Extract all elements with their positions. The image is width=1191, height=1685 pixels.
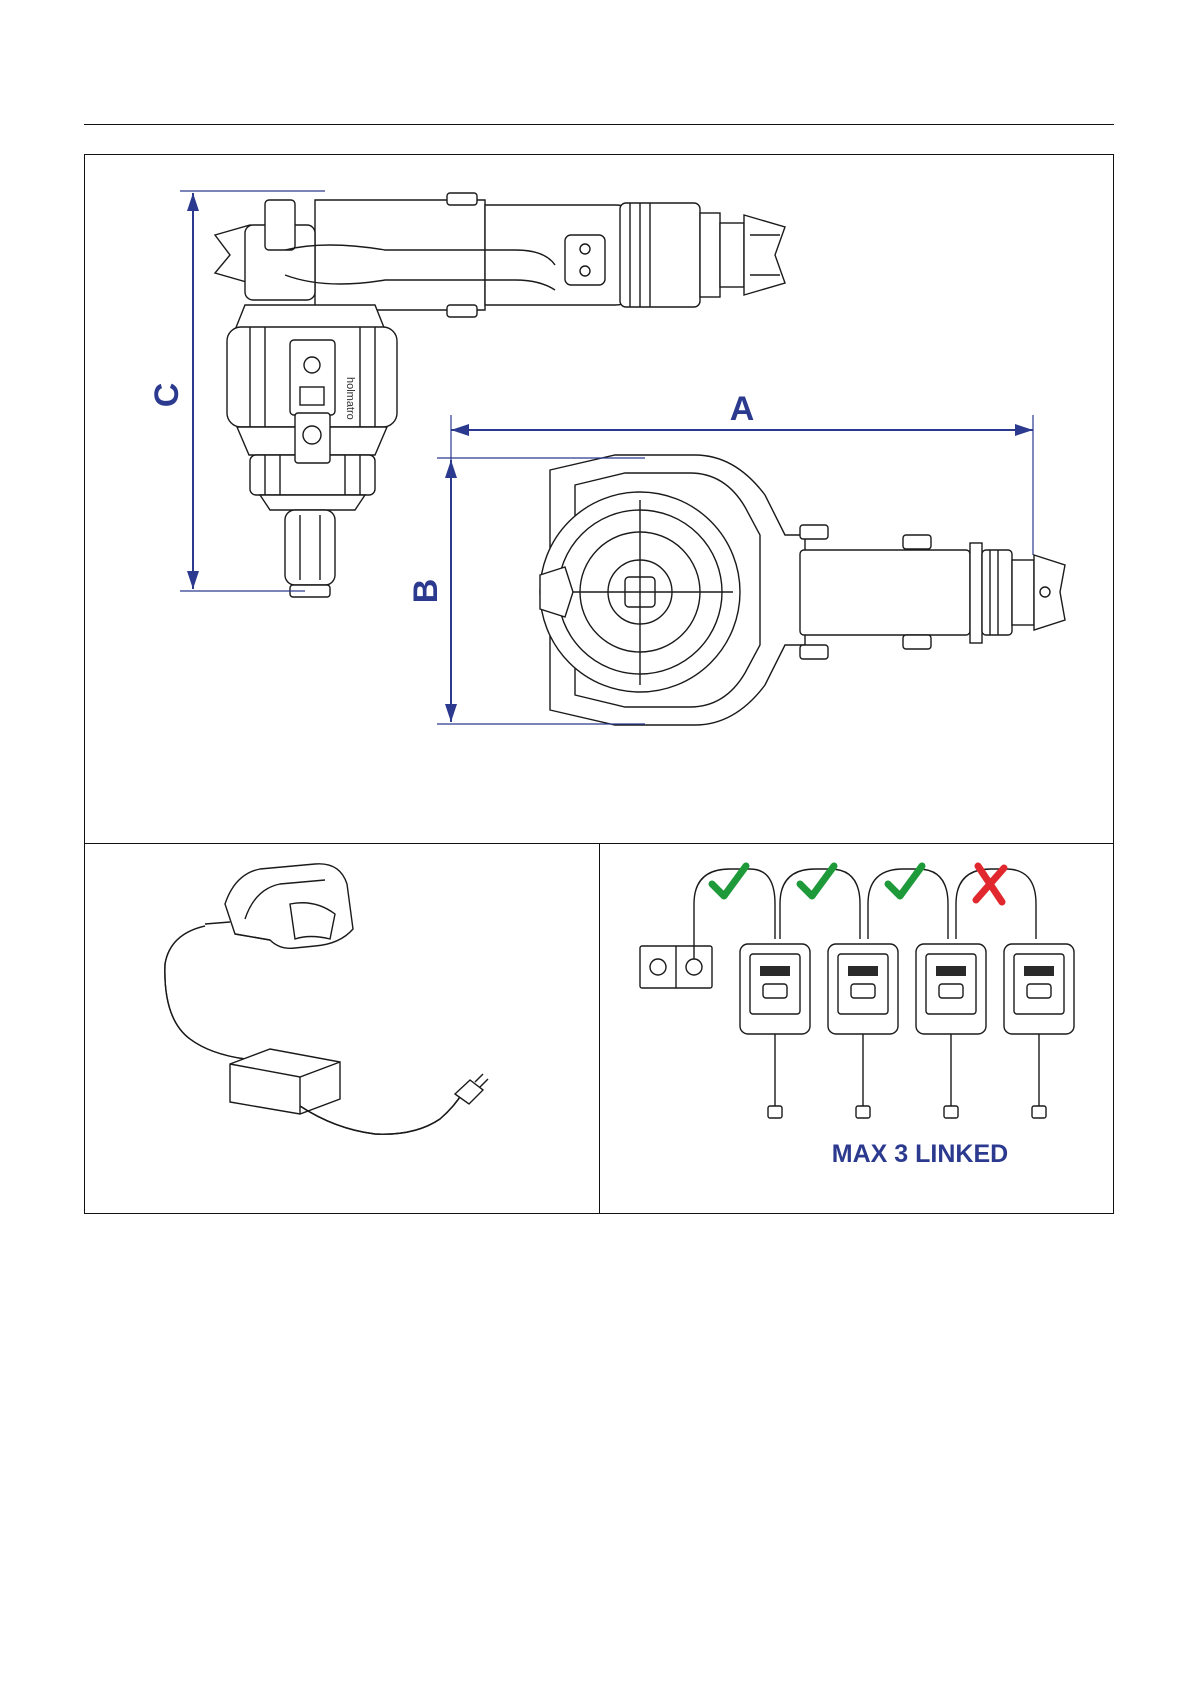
charger-unit-3 (916, 944, 986, 1118)
power-adapter-icon (230, 1049, 340, 1114)
tool-dimension-drawing: holmatro C (85, 155, 1115, 845)
charger-illustration (85, 844, 601, 1215)
dimension-a-label: A (730, 390, 755, 428)
max-linked-caption: MAX 3 LINKED (832, 1140, 1008, 1168)
plug-icon (455, 1074, 488, 1104)
charger-unit-1 (740, 944, 810, 1118)
wall-socket-icon (640, 946, 712, 988)
tool-dimensions-panel: holmatro C (84, 154, 1114, 844)
charger-unit-4 (1004, 944, 1074, 1118)
charger-unit-2 (828, 944, 898, 1118)
linking-diagram: MAX 3 LINKED (600, 844, 1115, 1215)
charger-panel (84, 843, 600, 1214)
header-rule (84, 124, 1114, 125)
tool-brand-text: holmatro (344, 377, 356, 420)
battery-charger-icon (205, 864, 353, 949)
tool-top-view (540, 455, 1065, 725)
dimension-b-label: B (407, 579, 445, 604)
dimension-c-label: C (148, 383, 186, 408)
linking-panel: MAX 3 LINKED (599, 843, 1114, 1214)
cross-icon (976, 866, 1004, 902)
